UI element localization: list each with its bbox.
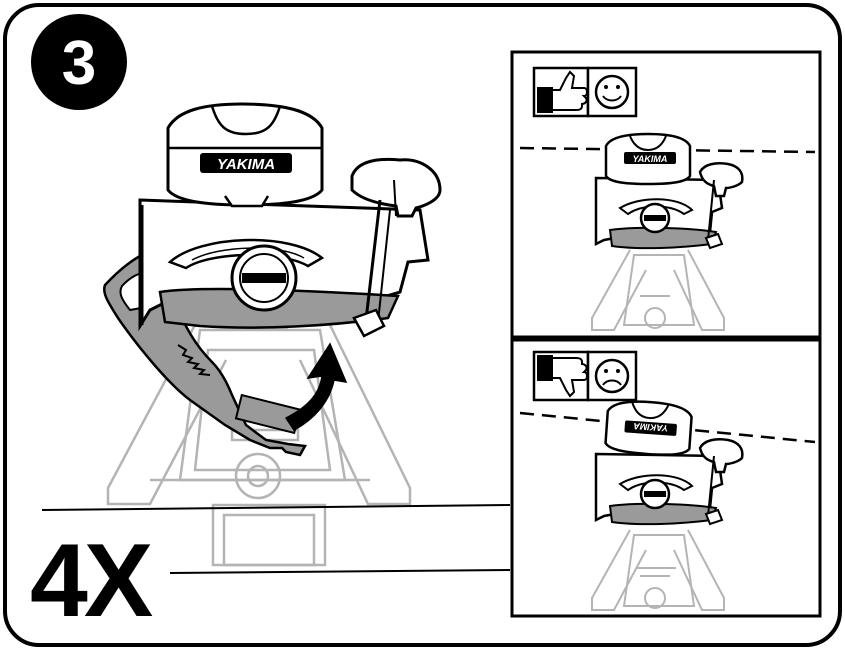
smiley-sad-icon — [596, 360, 628, 392]
step-number: 3 — [62, 29, 96, 98]
step-badge: 3 — [31, 14, 127, 110]
correct-logo-text: YAKIMA — [633, 154, 668, 164]
quantity-label: 4X — [30, 523, 153, 639]
smiley-happy-icon — [596, 76, 628, 108]
lock-cap: YAKIMA — [168, 104, 322, 206]
cap-logo-text: YAKIMA — [217, 156, 275, 173]
incorrect-panel: YAKIMA — [512, 340, 820, 616]
correct-panel: YAKIMA — [512, 52, 820, 337]
